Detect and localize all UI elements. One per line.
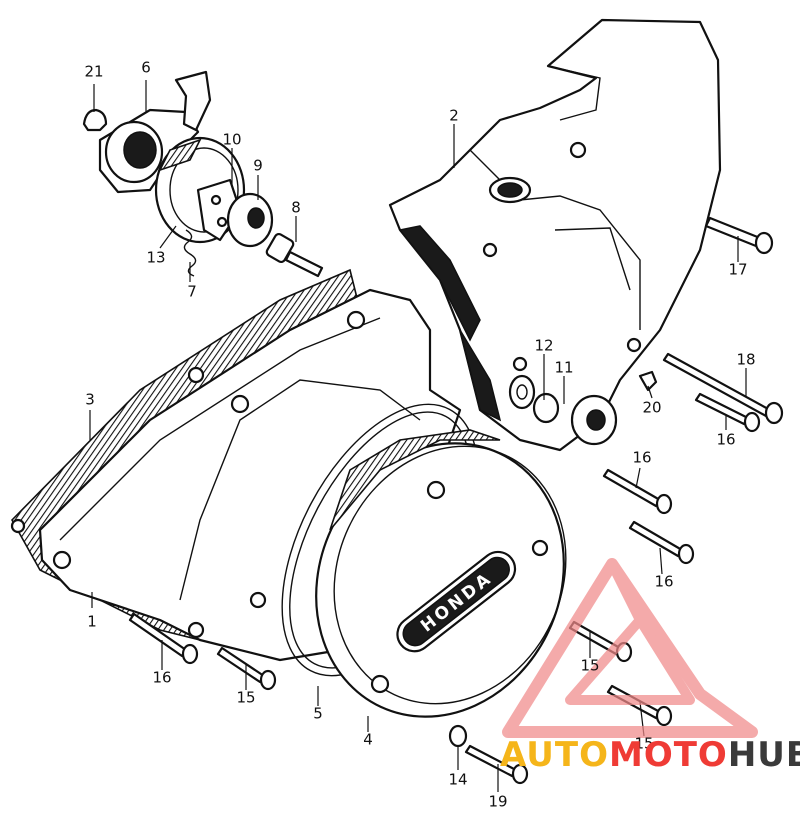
callout-11: 11 [554, 358, 574, 377]
part-17-bolt [704, 216, 774, 255]
part-18-long-bolt [662, 352, 784, 425]
callout-3: 3 [85, 390, 95, 409]
part-16-screw-mid [602, 468, 673, 515]
callout-20: 20 [642, 398, 662, 417]
callout-1: 1 [87, 612, 97, 631]
callout-6: 6 [141, 58, 151, 77]
part-20-bolt [638, 370, 658, 392]
part-16-screw-left [128, 612, 199, 665]
part-15-screw-left [216, 646, 277, 691]
callout-7: 7 [187, 282, 197, 301]
callout-16-mid: 16 [632, 448, 652, 467]
part-16-screw-lower [628, 520, 695, 565]
watermark-hub: HUB [727, 735, 800, 775]
callout-15-right-bottom: 15 [634, 734, 654, 753]
part-14-washer [448, 724, 468, 748]
callout-13: 13 [146, 248, 166, 267]
callout-17: 17 [728, 260, 748, 279]
part-12-washer [508, 356, 536, 410]
part-7-spring [183, 229, 197, 277]
part-2-rear-cover [388, 18, 722, 452]
callout-15-right-top: 15 [580, 656, 600, 675]
part-6-point-base [98, 70, 212, 194]
callout-18: 18 [736, 350, 756, 369]
callout-21: 21 [84, 62, 104, 81]
part-16-screw-right-top [694, 392, 761, 433]
callout-19: 19 [488, 792, 508, 811]
callout-9: 9 [253, 156, 263, 175]
callout-16-left: 16 [152, 668, 172, 687]
callout-4: 4 [363, 730, 373, 749]
part-8-bolt [265, 232, 324, 278]
part-21-cap [82, 108, 108, 132]
callout-10: 10 [222, 130, 242, 149]
watermark-auto: AUTO [500, 735, 609, 775]
part-9-knob [226, 192, 274, 248]
part-11-collar [532, 392, 618, 446]
callout-12: 12 [534, 336, 554, 355]
watermark-logo-mark [502, 558, 758, 738]
leader-lines [89, 80, 747, 792]
part-4-point-cover: HONDA [315, 429, 567, 718]
callout-16-lower: 16 [654, 572, 674, 591]
callout-15-left: 15 [236, 688, 256, 707]
callout-16-right-top: 16 [716, 430, 736, 449]
callout-14: 14 [448, 770, 468, 789]
callout-2: 2 [449, 106, 459, 125]
callout-5: 5 [313, 704, 323, 723]
watermark-brand-text: AUTOMOTOHUB [500, 735, 800, 775]
part-15-screw-right-bottom [606, 684, 673, 727]
watermark-moto: MOTO [608, 735, 728, 775]
part-19-screw [464, 744, 529, 785]
callout-8: 8 [291, 198, 301, 217]
